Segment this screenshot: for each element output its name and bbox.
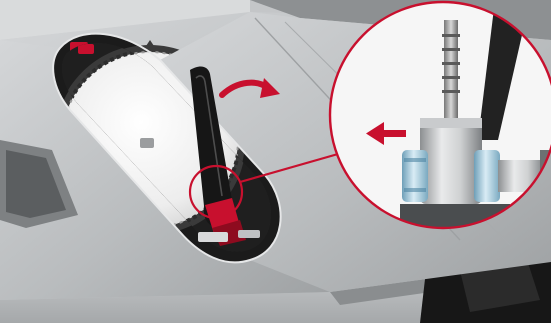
lever-bracket <box>198 232 228 242</box>
lever-bracket <box>238 230 260 238</box>
